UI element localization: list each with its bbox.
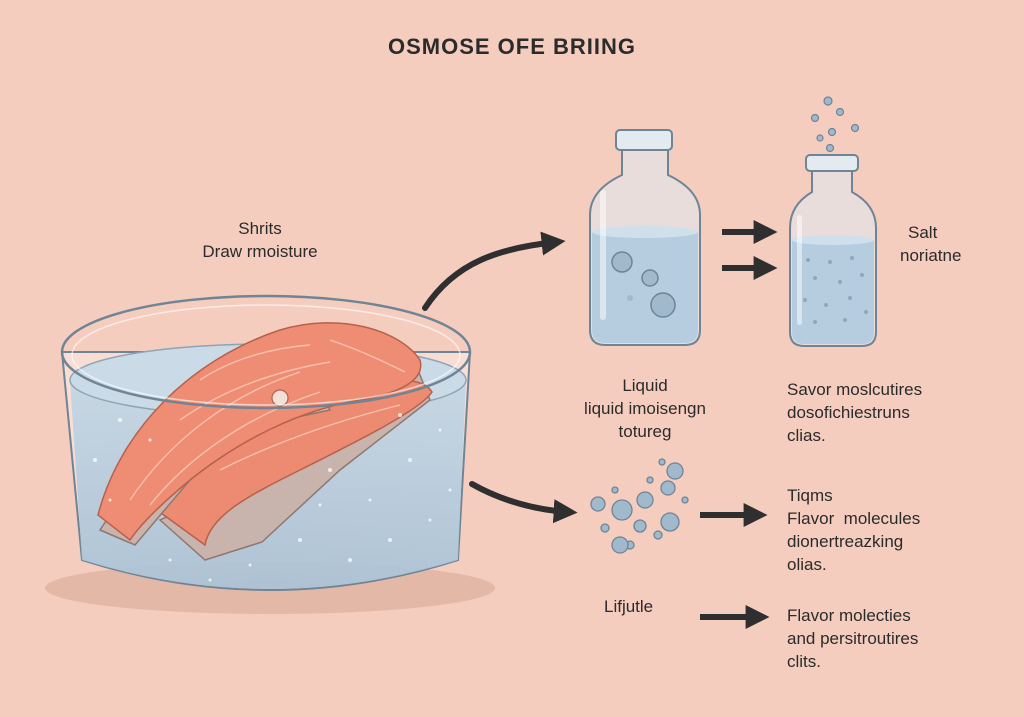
curved-arrow-icon bbox=[469, 481, 578, 524]
curved-arrow-icon bbox=[422, 231, 566, 311]
bubble-icon bbox=[590, 458, 689, 554]
bottle-icon bbox=[789, 154, 877, 347]
bubble-icon bbox=[641, 269, 659, 287]
salmon-steak-icon bbox=[97, 322, 433, 561]
glass-bowl-icon bbox=[60, 294, 472, 591]
label-shrits: Shrits Draw rmoisture bbox=[202, 219, 318, 261]
label-flavor-molecties: Flavor molecties and persitroutires clit… bbox=[787, 606, 919, 671]
label-lifjutle: Lifjutle bbox=[604, 597, 654, 616]
label-savor: Savor moslcutires dosofichiestruns clias… bbox=[787, 380, 923, 445]
diagram-title: OSMOSE OFE BRIING bbox=[387, 34, 637, 59]
bubble-icon bbox=[810, 96, 860, 153]
bubble-icon bbox=[650, 292, 676, 318]
label-tiqms: Tiqms Flavor molecules dionertreazking o… bbox=[787, 486, 921, 574]
bubble-icon bbox=[627, 295, 633, 301]
bubble-icon bbox=[611, 251, 633, 273]
label-salt: Salt noriatne bbox=[900, 223, 962, 265]
bottle-icon bbox=[589, 129, 701, 346]
label-liquid: Liquid liquid imoisengn totureg bbox=[584, 376, 706, 441]
